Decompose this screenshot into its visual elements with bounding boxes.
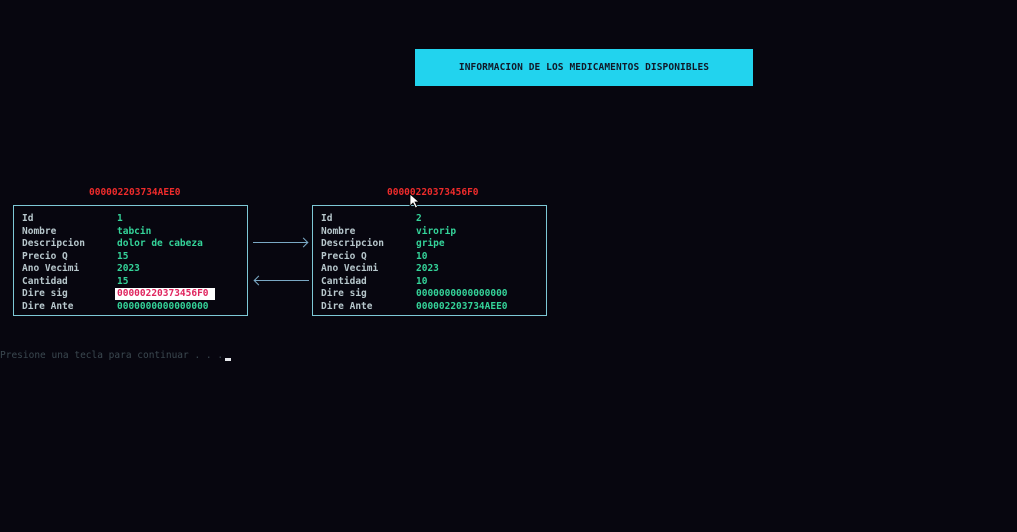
field-value: 15 xyxy=(117,275,129,287)
field-value: 15 xyxy=(117,250,129,262)
field-label: Ano Vecimi xyxy=(321,263,379,274)
field-value: 000002203734AEE0 xyxy=(416,300,508,312)
field-label: Descripcion xyxy=(321,238,384,249)
arrow-left-icon xyxy=(253,275,264,286)
field-value: 10 xyxy=(416,275,428,287)
field-value: virorip xyxy=(416,225,457,237)
field-value: 2023 xyxy=(416,263,439,274)
medication-node: Id 2 Nombre virorip Descripcion gripe Pr… xyxy=(312,205,547,316)
continue-prompt: Presione una tecla para continuar . . . xyxy=(0,350,224,361)
title-banner: INFORMACION DE LOS MEDICAMENTOS DISPONIB… xyxy=(415,49,753,86)
field-value: 2 xyxy=(416,213,422,224)
text-cursor xyxy=(225,358,231,361)
field-label: Dire Ante xyxy=(321,300,373,312)
field-label: Id xyxy=(22,213,34,224)
field-value: 0000000000000000 xyxy=(117,300,209,312)
field-value: 1 xyxy=(117,213,123,224)
mouse-pointer-icon xyxy=(409,193,421,209)
field-label: Dire sig xyxy=(22,288,68,299)
field-value: dolor de cabeza xyxy=(117,238,203,249)
next-link-line xyxy=(253,242,307,243)
node-address: 00000220373456F0 xyxy=(387,187,479,198)
field-value: tabcin xyxy=(117,225,152,237)
field-label: Cantidad xyxy=(22,275,68,287)
field-label: Nombre xyxy=(321,225,356,237)
selected-field-value[interactable]: 00000220373456F0 xyxy=(115,288,215,300)
medication-node: Id 1 Nombre tabcin Descripcion dolor de … xyxy=(13,205,248,316)
field-label: Descripcion xyxy=(22,238,85,249)
node-address: 000002203734AEE0 xyxy=(89,187,181,198)
field-label: Precio Q xyxy=(22,250,68,262)
field-label: Precio Q xyxy=(321,250,367,262)
field-label: Ano Vecimi xyxy=(22,263,80,274)
arrow-right-icon xyxy=(298,237,309,248)
field-label: Nombre xyxy=(22,225,57,237)
field-value: 0000000000000000 xyxy=(416,288,508,299)
prev-link-line xyxy=(255,280,309,281)
field-label: Id xyxy=(321,213,333,224)
field-label: Cantidad xyxy=(321,275,367,287)
field-value: 2023 xyxy=(117,263,140,274)
field-label: Dire Ante xyxy=(22,300,74,312)
field-value: 10 xyxy=(416,250,428,262)
field-label: Dire sig xyxy=(321,288,367,299)
banner-title: INFORMACION DE LOS MEDICAMENTOS DISPONIB… xyxy=(458,62,710,73)
field-value: gripe xyxy=(416,238,445,249)
